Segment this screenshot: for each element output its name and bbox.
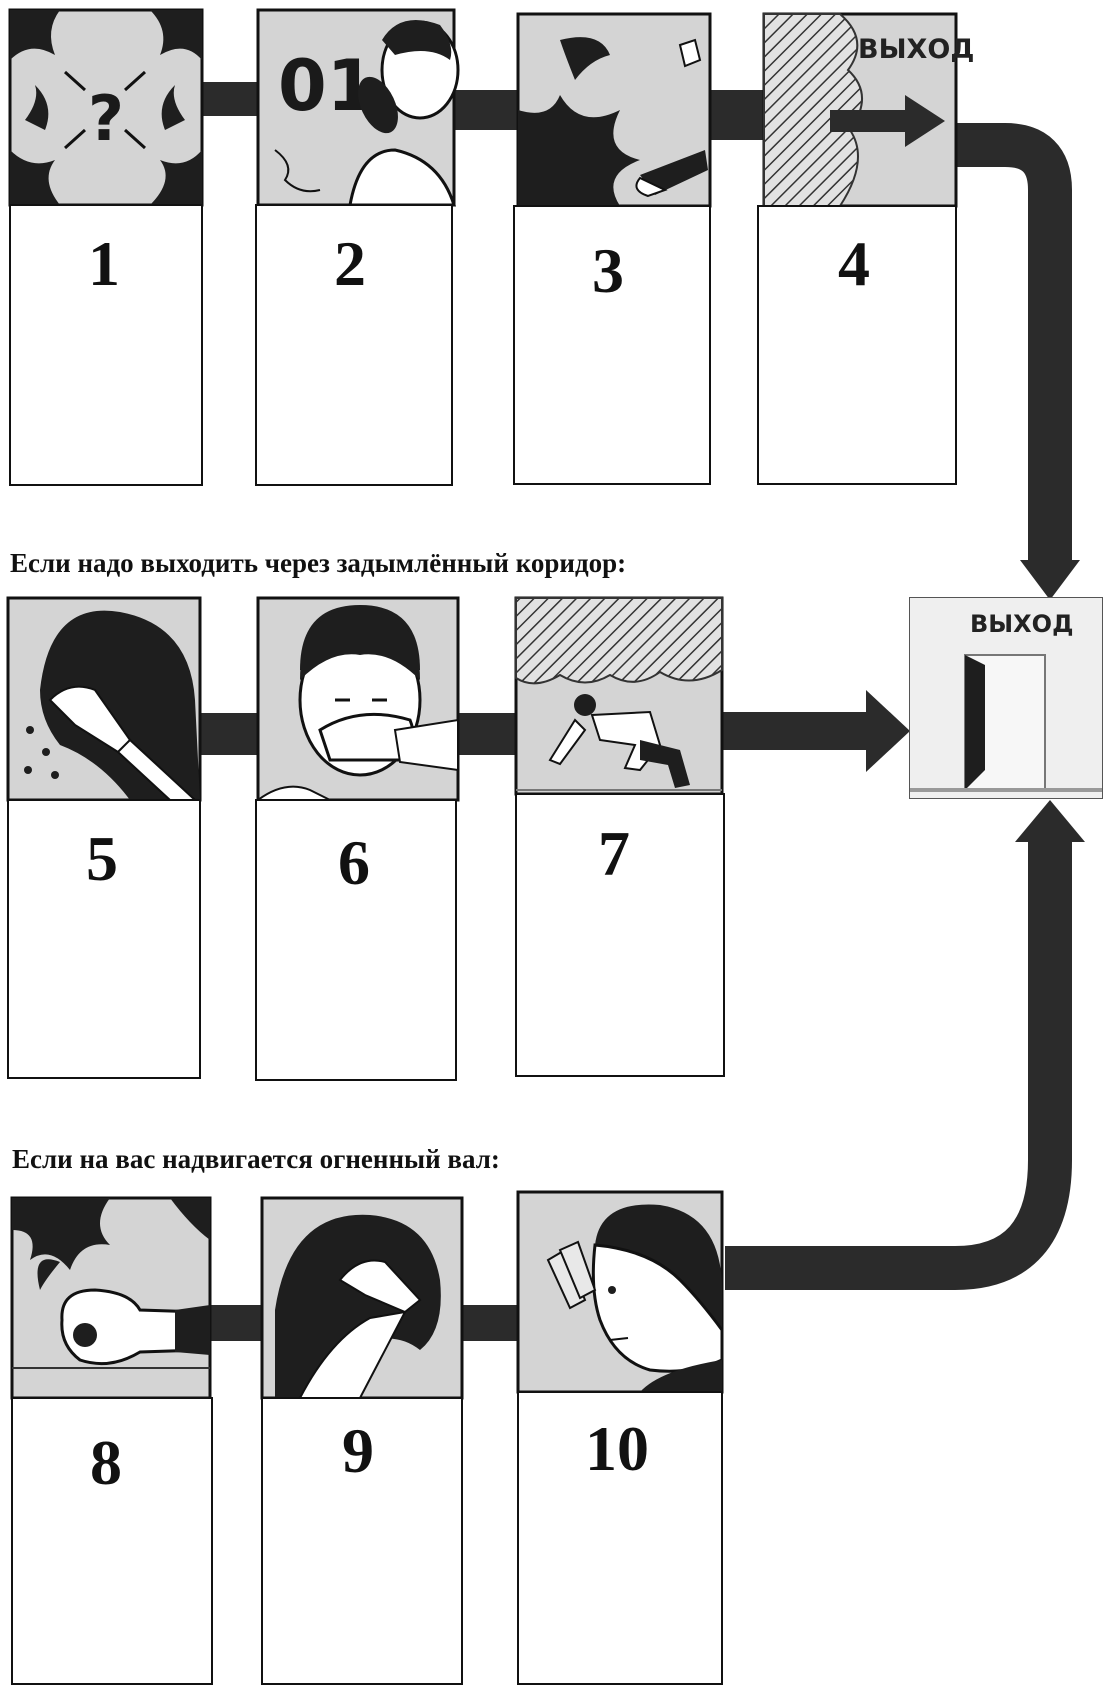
connector-2-3 [450, 90, 518, 130]
card-10: 10 [516, 1190, 724, 1685]
exit-door-sign: ВЫХОД [970, 610, 1073, 638]
card-number: 2 [334, 228, 366, 299]
fire-confusion-icon: ? [10, 10, 202, 205]
card-3: 3 [513, 12, 712, 485]
card-number: 8 [90, 1427, 122, 1498]
card-number: 6 [338, 827, 370, 898]
lie-down-icon [12, 1198, 210, 1369]
crawl-low-icon [515, 597, 723, 791]
card-9: 9 [260, 1196, 464, 1685]
card-4: ВЫХОД 4 [757, 12, 974, 485]
route-arrowhead-right [866, 690, 910, 772]
connector-9-10 [458, 1305, 520, 1341]
card-number: 9 [342, 1415, 374, 1486]
route-arrowhead-down [1020, 560, 1080, 600]
connector-8-9 [206, 1305, 266, 1341]
card-2: 01 2 [255, 8, 460, 486]
connector-5-6 [200, 713, 258, 755]
card-8: 8 [10, 1196, 213, 1685]
heading-smoky-corridor: Если надо выходить через задымлённый кор… [10, 548, 626, 578]
card-1: ? 1 [8, 8, 204, 486]
exit-arrow-icon: ВЫХОД [763, 13, 974, 207]
card-number: 4 [838, 228, 870, 299]
card-7: 7 [514, 596, 725, 1077]
heading-fire-wall: Если на вас надвигается огненный вал: [12, 1144, 500, 1174]
card-number: 3 [592, 235, 624, 306]
exit-sign: ВЫХОД [858, 34, 974, 65]
card-5: 5 [6, 596, 202, 1079]
cover-mouth-icon [254, 605, 459, 801]
connectors [198, 82, 768, 1341]
wet-cloth-icon [24, 610, 200, 801]
card-number: 1 [88, 228, 120, 299]
route-arrow-bottom [725, 842, 1072, 1290]
question-mark: ? [88, 82, 124, 155]
phone-call-icon: 01 [274, 20, 460, 207]
connector-3-4 [706, 90, 768, 140]
card-number: 5 [86, 823, 118, 894]
route-arrow-top [955, 123, 1072, 560]
card-number: 7 [598, 818, 630, 889]
running-from-fire-icon [518, 37, 708, 206]
connector-1-2 [198, 82, 260, 116]
open-door-icon [965, 655, 985, 790]
card-number: 10 [585, 1413, 649, 1484]
pinch-nose-icon [546, 1204, 724, 1392]
route-arrow-mid [720, 712, 868, 750]
cover-head-icon [275, 1214, 441, 1399]
card-6: 6 [254, 596, 460, 1081]
connector-6-7 [458, 713, 516, 755]
route-arrowhead-up [1015, 800, 1085, 842]
exit-door: ВЫХОД [909, 597, 1103, 799]
